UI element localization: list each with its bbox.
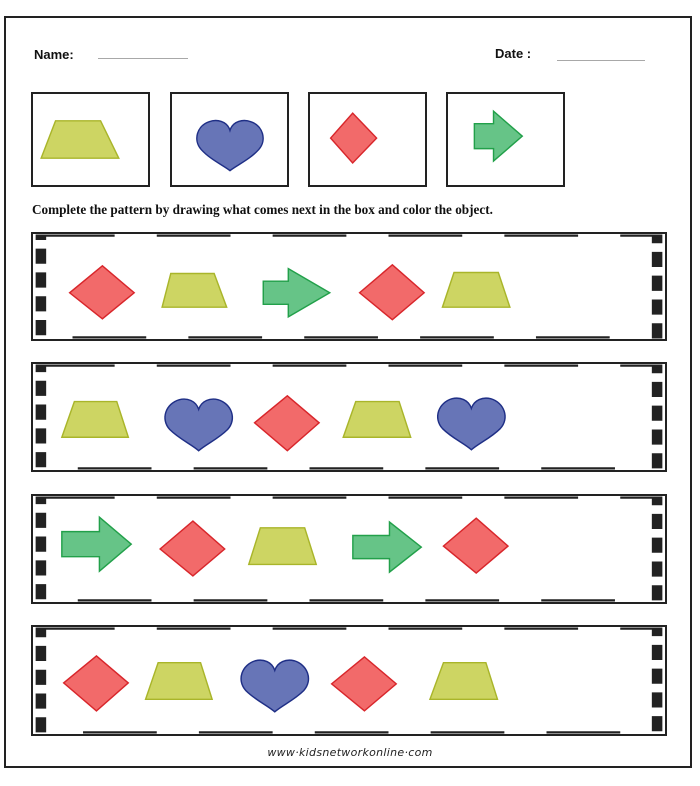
date-input-line[interactable] — [557, 60, 645, 61]
trapezoid-icon — [161, 272, 228, 308]
diamond-icon — [330, 655, 398, 712]
pattern-row-1 — [31, 232, 667, 341]
heart-icon — [196, 119, 264, 172]
pattern-row-2 — [31, 362, 667, 472]
key-box-heart — [170, 92, 289, 187]
answer-box-1[interactable] — [33, 234, 665, 339]
arrow-right-icon — [61, 515, 133, 573]
arrow-right-icon — [473, 109, 524, 163]
diamond-icon — [253, 394, 321, 452]
footer-website: www·kidsnetworkonline·com — [267, 746, 433, 759]
heart-icon — [164, 398, 234, 452]
name-label: Name: — [34, 47, 74, 62]
diamond-icon — [442, 517, 510, 575]
trapezoid-icon — [428, 661, 499, 701]
key-box-trapezoid — [31, 92, 150, 187]
name-input-line[interactable] — [98, 58, 188, 59]
trapezoid-icon — [342, 400, 412, 438]
heart-icon — [240, 659, 310, 713]
pattern-row-4 — [31, 625, 667, 736]
diamond-icon — [329, 112, 378, 165]
diamond-icon — [358, 263, 426, 321]
diamond-icon — [68, 264, 136, 320]
key-box-diamond — [308, 92, 427, 187]
pattern-row-3 — [31, 494, 667, 604]
answer-box-4[interactable] — [33, 627, 665, 734]
trapezoid-icon — [60, 400, 130, 438]
instructions-text: Complete the pattern by drawing what com… — [32, 202, 493, 217]
key-box-arrow — [446, 92, 565, 187]
answer-box-2[interactable] — [33, 364, 665, 470]
arrow-right-icon — [262, 267, 332, 319]
date-label: Date : — [495, 46, 532, 61]
heart-icon — [437, 397, 506, 451]
arrow-right-icon — [352, 520, 423, 574]
trapezoid-icon — [40, 120, 120, 159]
trapezoid-icon — [441, 271, 511, 308]
trapezoid-icon — [247, 527, 318, 566]
answer-box-3[interactable] — [33, 496, 665, 602]
diamond-icon — [159, 520, 226, 577]
diamond-icon — [62, 654, 130, 712]
trapezoid-icon — [144, 661, 214, 701]
